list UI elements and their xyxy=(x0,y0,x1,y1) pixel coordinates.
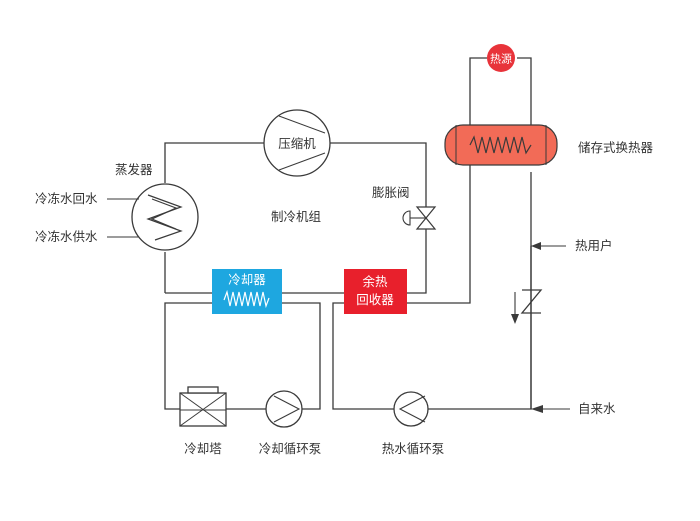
check-valve xyxy=(511,289,543,324)
condenser: 冷却器 xyxy=(212,269,282,314)
evaporator: 蒸发器 xyxy=(115,162,199,251)
heat-recovery-label-2: 回收器 xyxy=(356,292,394,307)
chilled-water-supply-label: 冷冻水供水 xyxy=(35,229,98,244)
chiller-loop-pipes xyxy=(164,142,427,294)
chiller-unit-label: 制冷机组 xyxy=(271,209,321,224)
condenser-label: 冷却器 xyxy=(228,272,266,287)
hot-water-pump-label: 热水循环泵 xyxy=(382,441,445,456)
condenser-coil-icon xyxy=(223,289,270,309)
cooling-pump: 冷却循环泵 xyxy=(259,390,322,456)
expansion-valve: 膨胀阀 xyxy=(372,185,437,230)
expansion-valve-label: 膨胀阀 xyxy=(372,185,410,200)
cooling-tower: 冷却塔 xyxy=(179,386,227,456)
tank-coil-icon xyxy=(469,135,532,155)
pump-arrow-icon xyxy=(273,395,301,423)
compressor-label: 压缩机 xyxy=(278,136,316,151)
heat-source: 热源 xyxy=(487,44,515,72)
chilled-water-return-label: 冷冻水回水 xyxy=(35,191,98,206)
cooling-tower-label: 冷却塔 xyxy=(184,441,222,456)
chilled-water-lines: 冷冻水回水 冷冻水供水 xyxy=(35,191,139,244)
evaporator-label: 蒸发器 xyxy=(115,162,153,177)
heat-user-branch xyxy=(531,242,570,413)
cooling-loop-pipes xyxy=(164,302,321,410)
storage-heat-exchanger: 储存式换热器 xyxy=(444,124,654,166)
heat-user-label: 热用户 xyxy=(575,238,613,253)
tap-water-label: 自来水 xyxy=(578,401,616,416)
heat-recovery: 余热 回收器 xyxy=(344,269,407,314)
compressor: 压缩机 xyxy=(263,109,331,177)
hot-water-pump: 热水循环泵 xyxy=(382,391,445,456)
storage-heat-exchanger-label: 储存式换热器 xyxy=(578,140,654,155)
cooling-pump-label: 冷却循环泵 xyxy=(259,441,322,456)
heat-recovery-label-1: 余热 xyxy=(362,274,388,289)
evaporator-coil-icon xyxy=(146,194,183,241)
heat-source-label: 热源 xyxy=(490,52,512,66)
pump-arrow-icon xyxy=(398,395,426,423)
heat-source-loop-pipes xyxy=(469,57,532,125)
